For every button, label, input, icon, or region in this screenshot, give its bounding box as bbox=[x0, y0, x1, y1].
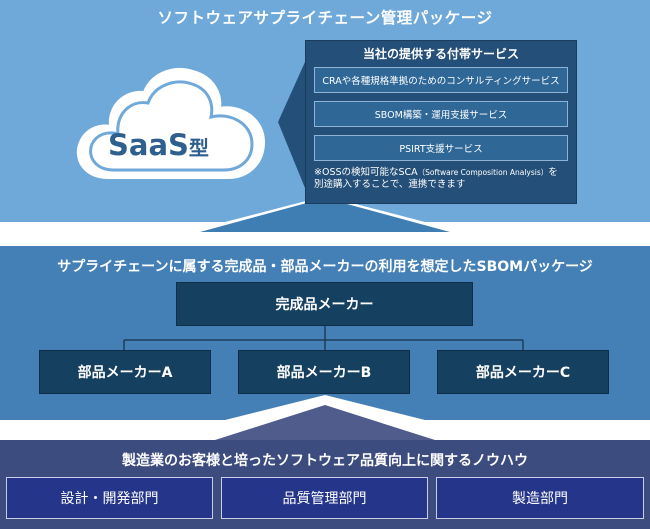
dept-quality: 品質管理部門 bbox=[221, 477, 428, 519]
service-item-psirt: PSIRT支援サービス bbox=[314, 135, 568, 161]
middle-title: サプライチェーンに属する完成品・部品メーカーの利用を想定したSBOMパッケージ bbox=[57, 259, 593, 275]
saas-label: SaaS型 bbox=[108, 128, 209, 162]
services-panel: 当社の提供する付帯サービス CRAや各種規格準拠のためのコンサルティングサービス… bbox=[305, 40, 577, 204]
parts-maker-b-box: 部品メーカーB bbox=[238, 350, 410, 394]
services-title: 当社の提供する付帯サービス bbox=[362, 47, 519, 61]
note-paren: （Software Composition Analysis） bbox=[417, 168, 549, 177]
service-item-consulting: CRAや各種規格準拠のためのコンサルティングサービス bbox=[314, 67, 568, 93]
dept-manufacturing: 製造部門 bbox=[436, 477, 644, 519]
upper-arrow-head bbox=[200, 198, 450, 232]
bottom-title: 製造業のお客様と培ったソフトウェア品質向上に関するノウハウ bbox=[122, 453, 528, 469]
cloud-icon bbox=[76, 67, 266, 179]
dept-design-dev: 設計・開発部門 bbox=[6, 477, 213, 519]
top-title: ソフトウェアサプライチェーン管理パッケージ bbox=[157, 9, 493, 27]
finished-maker-box: 完成品メーカー bbox=[176, 282, 473, 326]
lower-arrow-head bbox=[215, 405, 435, 440]
note-suffix: を bbox=[548, 167, 558, 178]
saas-main: SaaS bbox=[108, 128, 189, 162]
service-item-sbom: SBOM構築・運用支援サービス bbox=[314, 101, 568, 127]
callout-pointer bbox=[278, 62, 305, 188]
note-prefix: ※OSSの検知可能なSCA bbox=[314, 167, 418, 178]
saas-suffix: 型 bbox=[188, 136, 209, 160]
parts-maker-a-box: 部品メーカーA bbox=[39, 350, 211, 394]
note-line2: 別途購入することで、連携できます bbox=[314, 179, 466, 190]
services-note: ※OSSの検知可能なSCA（Software Composition Analy… bbox=[314, 167, 576, 191]
parts-maker-c-box: 部品メーカーC bbox=[437, 350, 609, 394]
